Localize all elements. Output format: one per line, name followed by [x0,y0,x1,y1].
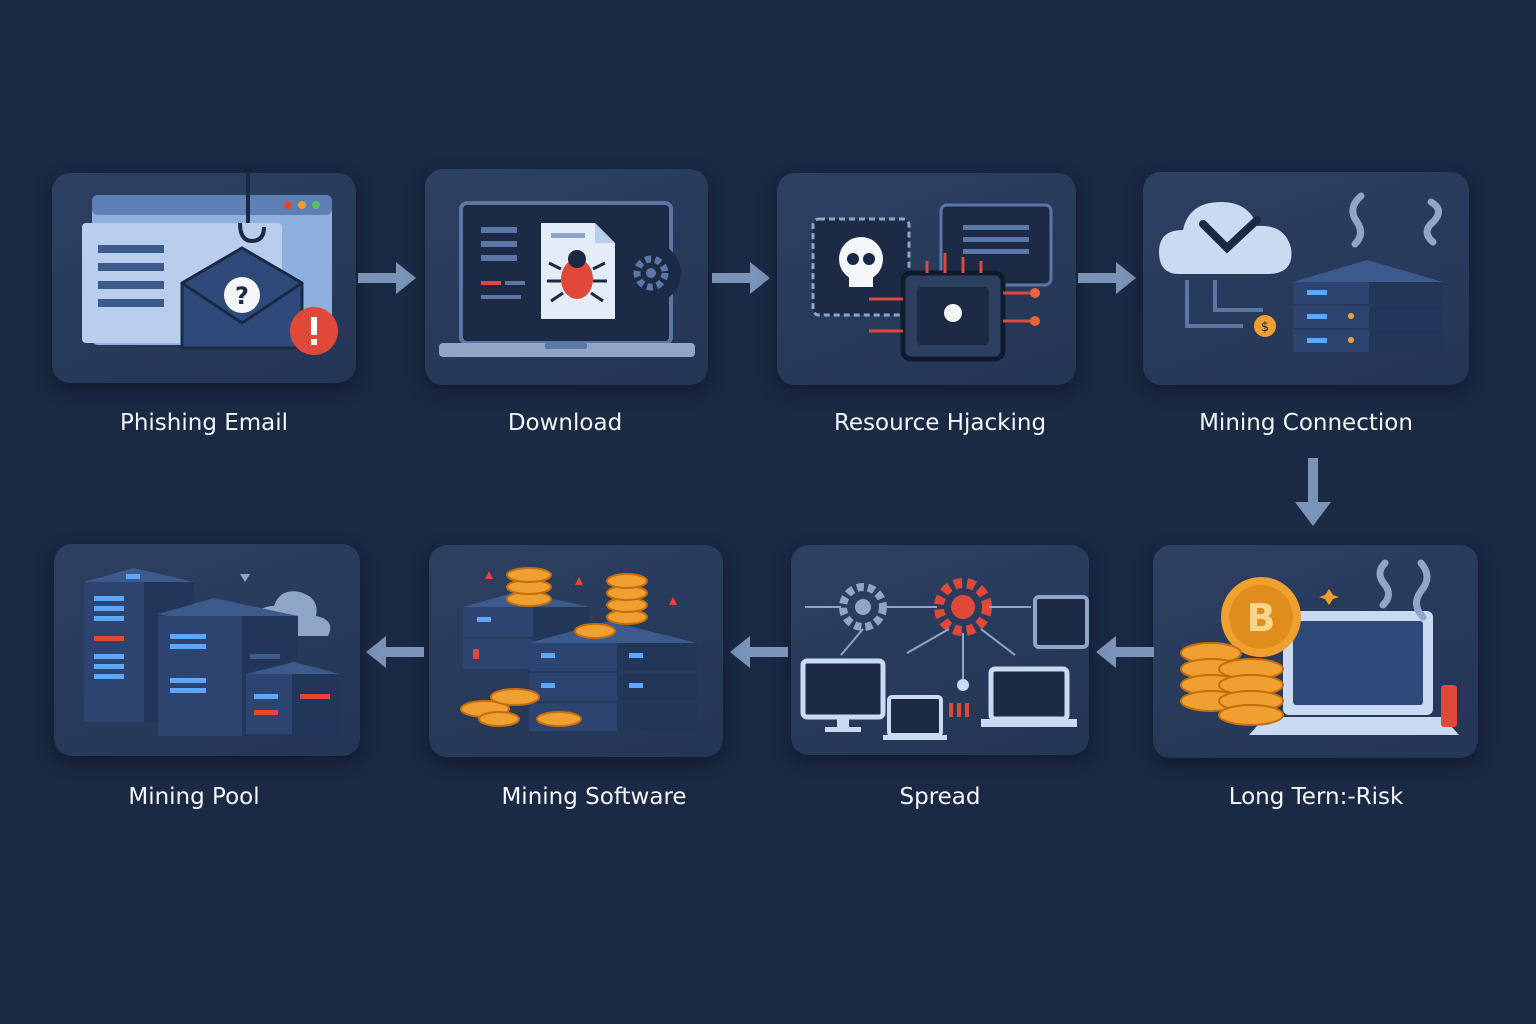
mining-connection-icon: $ [1159,192,1443,352]
mining-pool-icon [84,568,340,736]
long-term-risk-icon: B [1180,559,1459,735]
arrow-left-icon [1094,632,1154,672]
step-label: Resource Hjacking [833,410,1047,436]
step-card-long-term-risk: B [1153,545,1478,758]
step-label: Long Tern:-Risk [1228,784,1404,810]
arrow-left-icon [728,632,788,672]
arrow-right-icon [1078,258,1138,298]
svg-text:$: $ [1261,320,1269,335]
step-label: Spread [899,784,981,810]
phishing-email-icon: ? [82,173,338,355]
resource-hijack-icon [811,203,1053,362]
step-card-mining-connection: $ [1143,172,1469,385]
step-card-resource-hijacking [777,173,1076,385]
arrow-right-icon [712,258,772,298]
step-label: Mining Software [501,784,687,810]
step-card-mining-pool [54,544,360,756]
mining-software-icon [460,567,697,731]
malware-download-icon [439,201,695,357]
svg-text:B: B [1247,596,1276,640]
arrow-left-icon [364,632,424,672]
step-label: Mining Connection [1199,410,1413,436]
step-label: Phishing Email [119,410,289,436]
spread-network-icon [800,578,1089,740]
step-label: Download [507,410,623,436]
step-label: Mining Pool [128,784,260,810]
arrow-down-icon [1293,458,1333,528]
step-card-spread [791,545,1089,755]
arrow-right-icon [358,258,418,298]
step-card-mining-software [429,545,723,757]
step-card-phishing-email: ? [52,173,356,383]
svg-text:?: ? [235,282,249,310]
step-card-download [425,169,708,385]
